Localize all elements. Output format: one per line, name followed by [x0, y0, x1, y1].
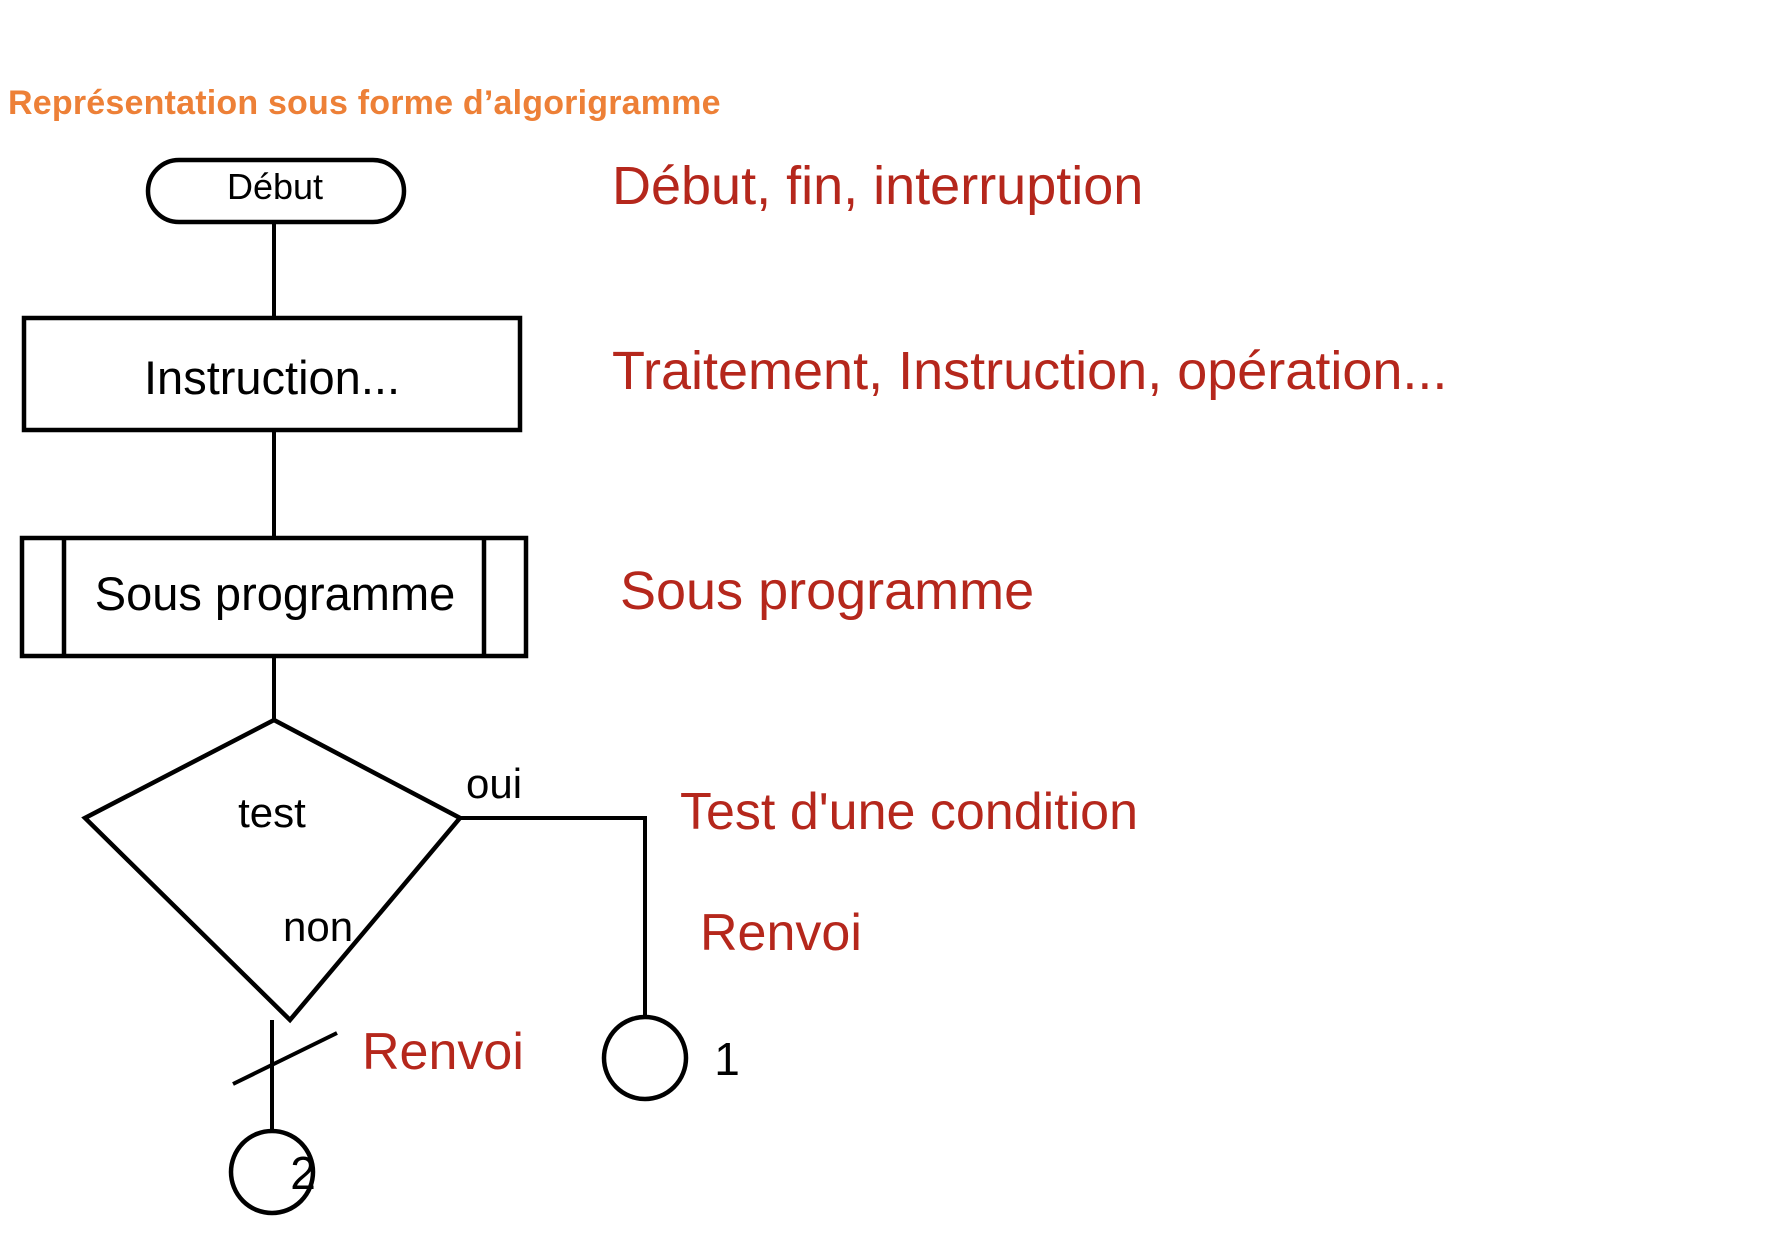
page-title-misspelled-word: algorigramme [493, 84, 720, 123]
annotation-renvoi-2: Renvoi [362, 1023, 524, 1081]
page-title-word-text: algorigramme [493, 84, 721, 122]
process-label-instruction: Instruction... [144, 351, 400, 404]
page-title-prefix: Représentation sous forme d’ [8, 84, 494, 122]
edge-label-non: non [283, 903, 354, 950]
branch-tick-mark [232, 1031, 338, 1086]
edge-oui-to-connector-1 [460, 816, 647, 1018]
process-shape-instruction[interactable] [21, 315, 523, 433]
edge-label-oui: oui [466, 760, 523, 807]
annotation-process: Traitement, Instruction, opération... [612, 341, 1448, 401]
connector-label-1: 1 [714, 1033, 740, 1085]
annotation-terminal: Début, fin, interruption [612, 156, 1144, 216]
annotation-renvoi-1: Renvoi [700, 904, 862, 962]
terminal-label-debut: Début [226, 166, 324, 207]
connector-circle-1[interactable] [601, 1014, 689, 1102]
annotation-subprogram: Sous programme [620, 561, 1035, 621]
decision-label-test: test [238, 789, 306, 836]
subprogram-label: Sous programme [94, 567, 456, 620]
annotation-condition: Test d'une condition [680, 783, 1139, 841]
connector-circle-2[interactable] [228, 1128, 316, 1216]
connector-label-2: 2 [290, 1147, 316, 1199]
page-title: Représentation sous forme d’algorigramme [8, 84, 721, 123]
subprogram-shape-outer[interactable] [19, 535, 529, 659]
decision-shape-test[interactable] [81, 717, 464, 1024]
